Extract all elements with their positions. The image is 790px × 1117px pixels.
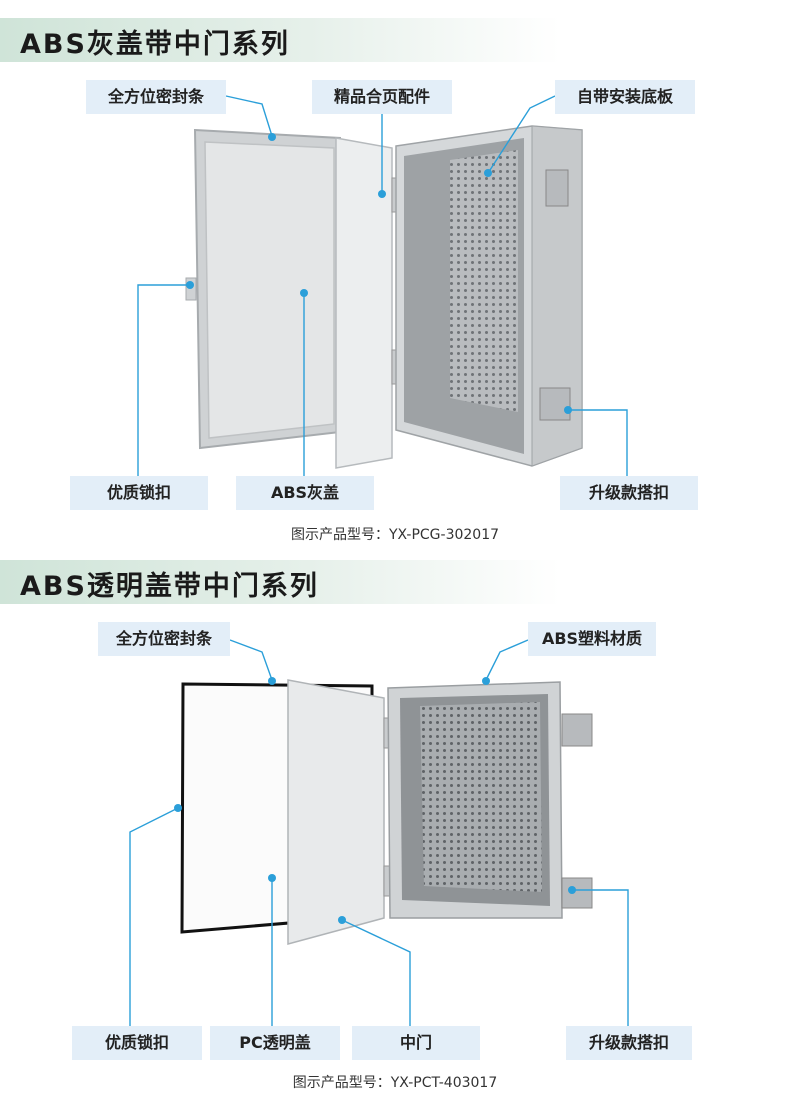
label-cover-2: PC透明盖 (210, 1026, 340, 1060)
section2-illustration (129, 639, 629, 1028)
box-body-2 (387, 681, 593, 919)
label-plate-1: 自带安装底板 (555, 80, 695, 114)
section1-title: ABS灰盖带中门系列 (20, 29, 290, 60)
gray-lid (185, 128, 341, 450)
box-body (395, 125, 583, 467)
label-cover-1: ABS灰盖 (236, 476, 374, 510)
label-seal-1: 全方位密封条 (86, 80, 226, 114)
middle-door (335, 137, 403, 469)
caption-1: 图示产品型号：YX-PCG-302017 (290, 527, 500, 543)
label-lock-2: 优质锁扣 (72, 1026, 202, 1060)
label-seal-2: 全方位密封条 (98, 622, 230, 656)
label-lock-1: 优质锁扣 (70, 476, 208, 510)
label-hinge-1: 精品合页配件 (312, 80, 452, 114)
caption-2: 图示产品型号：YX-PCT-403017 (292, 1075, 498, 1091)
label-material-2: ABS塑料材质 (528, 622, 656, 656)
label-buckle-1: 升级款搭扣 (560, 476, 698, 510)
section1-banner (0, 18, 560, 62)
section2-title: ABS透明盖带中门系列 (20, 571, 319, 602)
middle-door-2 (287, 679, 395, 945)
label-door-2: 中门 (352, 1026, 480, 1060)
section2-banner (0, 560, 560, 604)
label-buckle-2: 升级款搭扣 (566, 1026, 692, 1060)
section1-illustration (137, 95, 628, 476)
